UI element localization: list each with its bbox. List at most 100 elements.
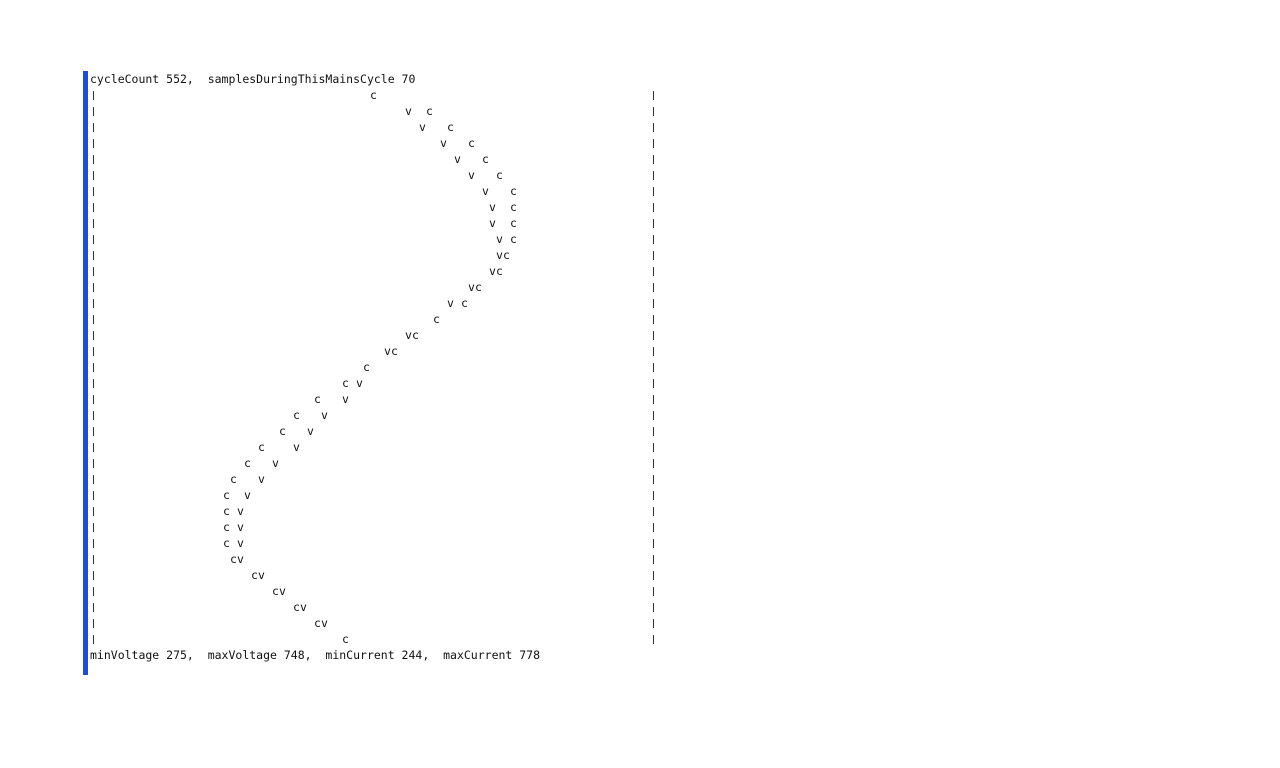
- plot-left-border: [93, 379, 94, 388]
- current-sample: c: [244, 456, 251, 470]
- plot-left-border: [93, 155, 94, 164]
- plot-right-border: [653, 603, 654, 612]
- voltage-sample: v: [468, 280, 475, 294]
- plot-right-border: [653, 299, 654, 308]
- voltage-sample: v: [419, 120, 426, 134]
- plot-left-border: [93, 507, 94, 516]
- current-sample: c: [251, 568, 258, 582]
- current-sample: c: [447, 120, 454, 134]
- footer-line: minVoltage 275, maxVoltage 748, minCurre…: [90, 648, 541, 662]
- voltage-sample: v: [237, 520, 244, 534]
- plot-right-border: [653, 379, 654, 388]
- plot-left-border: [93, 251, 94, 260]
- current-sample: c: [223, 536, 230, 550]
- plot-left-border: [93, 443, 94, 452]
- header-line: cycleCount 552, samplesDuringThisMainsCy…: [90, 72, 416, 86]
- console-output-panel: [83, 71, 683, 675]
- voltage-sample: v: [258, 568, 265, 582]
- plot-right-border: [653, 235, 654, 244]
- plot-left-border: [93, 523, 94, 532]
- plot-left-border: [93, 459, 94, 468]
- plot-right-border: [653, 443, 654, 452]
- plot-right-border: [653, 475, 654, 484]
- plot-right-border: [653, 155, 654, 164]
- plot-right-border: [653, 219, 654, 228]
- current-sample: c: [314, 392, 321, 406]
- plot-right-border: [653, 267, 654, 276]
- plot-left-border: [93, 363, 94, 372]
- current-sample: c: [391, 344, 398, 358]
- plot-left-border: [93, 219, 94, 228]
- voltage-sample: v: [489, 200, 496, 214]
- plot-right-border: [653, 315, 654, 324]
- plot-left-border: [93, 107, 94, 116]
- current-sample: c: [426, 104, 433, 118]
- current-sample: c: [293, 600, 300, 614]
- plot-left-border: [93, 539, 94, 548]
- plot-left-border: [93, 267, 94, 276]
- voltage-sample: v: [321, 616, 328, 630]
- plot-left-border: [93, 603, 94, 612]
- voltage-sample: v: [307, 424, 314, 438]
- current-sample: c: [258, 440, 265, 454]
- plot-left-border: [93, 571, 94, 580]
- current-sample: c: [510, 184, 517, 198]
- plot-left-border: [93, 315, 94, 324]
- plot-left-border: [93, 171, 94, 180]
- plot-row: c: [90, 311, 710, 327]
- plot-row: c: [90, 631, 710, 647]
- voltage-sample: v: [496, 232, 503, 246]
- current-sample: c: [370, 88, 377, 102]
- voltage-sample: v: [342, 392, 349, 406]
- current-sample: c: [503, 248, 510, 262]
- current-sample: c: [230, 472, 237, 486]
- plot-row: c: [90, 87, 710, 103]
- plot-right-border: [653, 251, 654, 260]
- plot-right-border: [653, 619, 654, 628]
- plot-right-border: [653, 283, 654, 292]
- plot-right-border: [653, 411, 654, 420]
- plot-left-border: [93, 587, 94, 596]
- voltage-sample: v: [293, 440, 300, 454]
- current-sample: c: [412, 328, 419, 342]
- plot-right-border: [653, 539, 654, 548]
- voltage-sample: v: [237, 536, 244, 550]
- voltage-sample: v: [447, 296, 454, 310]
- current-sample: c: [314, 616, 321, 630]
- voltage-sample: v: [496, 248, 503, 262]
- plot-right-border: [653, 459, 654, 468]
- current-sample: c: [342, 632, 349, 646]
- voltage-sample: v: [405, 104, 412, 118]
- plot-left-border: [93, 635, 94, 644]
- current-sample: c: [223, 520, 230, 534]
- plot-left-border: [93, 411, 94, 420]
- plot-left-border: [93, 395, 94, 404]
- plot-right-border: [653, 523, 654, 532]
- current-sample: c: [223, 504, 230, 518]
- plot-left-border: [93, 139, 94, 148]
- voltage-sample: v: [489, 216, 496, 230]
- plot-left-border: [93, 283, 94, 292]
- plot-right-border: [653, 107, 654, 116]
- current-sample: c: [496, 168, 503, 182]
- voltage-sample: v: [405, 328, 412, 342]
- plot-right-border: [653, 331, 654, 340]
- plot-right-border: [653, 171, 654, 180]
- plot-right-border: [653, 571, 654, 580]
